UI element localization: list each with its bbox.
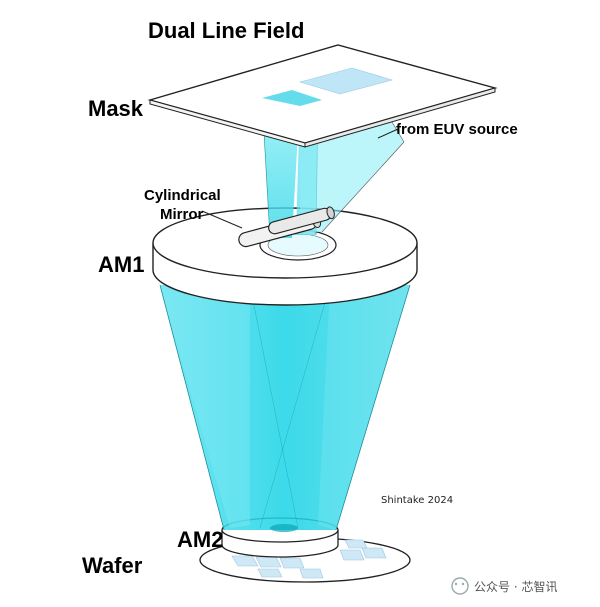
cylindrical-mirror: [238, 206, 335, 248]
reflected-beam-cone: [159, 284, 411, 532]
wafer-label: Wafer: [82, 553, 143, 578]
euv-source-leader: [377, 128, 399, 139]
mask-label: Mask: [88, 96, 144, 121]
mirror-label: Mirror: [160, 206, 204, 223]
mask-plate: [147, 44, 498, 148]
am1-mirror: [152, 207, 418, 306]
cylindrical-label: Cylindrical: [144, 187, 221, 204]
watermark: 公众号 · 芯智讯: [451, 577, 557, 595]
diagram-title: Dual Line Field: [148, 18, 304, 43]
euv-source-label: from EUV source: [396, 121, 518, 138]
cyl-mirror-leader: [201, 210, 243, 229]
signature: Shintake 2024: [381, 495, 453, 506]
wechat-icon: [451, 577, 469, 595]
mask-window: [298, 67, 394, 95]
am2-label: AM2: [177, 527, 223, 552]
am1-label: AM1: [98, 252, 144, 277]
wafer-dies: [231, 539, 387, 579]
mask-slit: [262, 90, 322, 106]
watermark-text: 公众号 · 芯智讯: [474, 579, 557, 594]
